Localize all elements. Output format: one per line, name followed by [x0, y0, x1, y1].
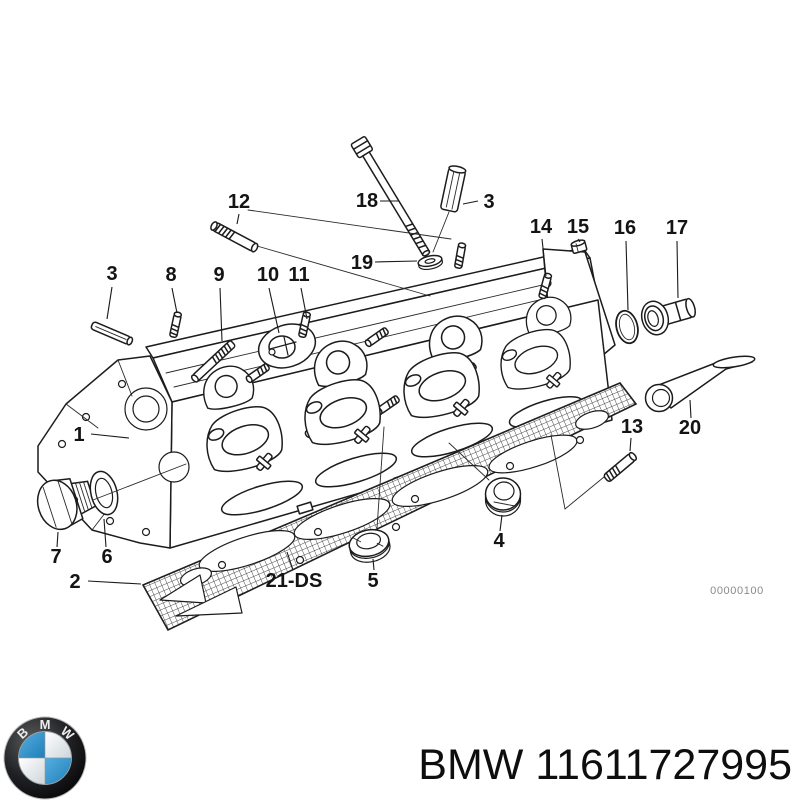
part-7-plug — [36, 477, 97, 531]
part-18-bolt — [350, 136, 431, 257]
head-gasket-drawing — [141, 382, 638, 632]
part-19-washer — [417, 254, 443, 271]
roundel-quarters — [18, 731, 72, 785]
leader-line-4 — [499, 514, 503, 532]
plate-number: 00000100 — [710, 585, 764, 597]
part-3-pin — [90, 321, 134, 346]
leader-line-3a — [462, 200, 479, 205]
leader-line-10 — [268, 287, 280, 334]
callout-label-19: 19 — [351, 252, 373, 274]
callout-label-12: 12 — [228, 191, 250, 213]
assembly-lines — [92, 209, 605, 529]
callout-label-2: 2 — [69, 571, 80, 593]
callout-label-3b: 3 — [106, 263, 117, 285]
part-5-seal — [348, 528, 391, 563]
callout-label-7: 7 — [50, 546, 61, 568]
callout-label-15: 15 — [567, 216, 589, 238]
part-6-washer — [89, 470, 119, 516]
bmw-logo: B M W — [3, 716, 87, 800]
part-4-seal — [484, 477, 522, 517]
leader-line-11 — [300, 287, 308, 320]
leader-line-14 — [541, 238, 547, 277]
leader-line-6 — [103, 518, 107, 548]
callout-label-6: 6 — [101, 546, 112, 568]
callout-label-21: 21-DS — [266, 570, 323, 592]
leader-line-8 — [171, 287, 178, 314]
part-12-stud — [210, 221, 259, 253]
callout-label-16: 16 — [614, 217, 636, 239]
leader-line-12 — [236, 213, 240, 225]
cylinder-head-drawing — [37, 241, 616, 549]
callout-label-14: 14 — [530, 216, 553, 238]
callout-label-1: 1 — [73, 424, 84, 446]
part-17-sensor — [640, 297, 696, 336]
stud-8 — [168, 310, 183, 339]
callout-label-5: 5 — [367, 570, 378, 592]
callout-label-9: 9 — [213, 264, 224, 286]
leader-line-1 — [90, 433, 130, 439]
leader-line-16 — [625, 240, 629, 311]
callout-label-8: 8 — [165, 264, 176, 286]
stud-installed — [453, 241, 467, 270]
leader-line-21 — [286, 551, 294, 571]
callout-label-20: 20 — [679, 417, 701, 439]
callout-label-13: 13 — [621, 416, 643, 438]
loose-parts — [36, 136, 756, 563]
part-13-stud — [603, 451, 638, 482]
callout-label-3a: 3 — [483, 191, 494, 213]
callout-label-10: 10 — [257, 264, 279, 286]
part-15-nut — [570, 239, 588, 255]
leader-line-2 — [87, 580, 142, 585]
part-3-sleeve — [440, 165, 467, 213]
leader-line-15 — [577, 238, 581, 243]
part-20-sealant-tube — [644, 355, 756, 413]
leader-line-17 — [676, 240, 679, 299]
callout-label-11: 11 — [288, 264, 309, 286]
leader-line-20 — [689, 399, 692, 419]
part-16-oring — [615, 309, 639, 345]
stud-9 — [190, 340, 236, 383]
leader-line-13 — [629, 437, 632, 452]
leader-line-5 — [372, 558, 375, 571]
logo-letter-m: M — [40, 717, 51, 732]
callout-label-18: 18 — [356, 190, 378, 212]
callout-label-17: 17 — [666, 217, 688, 239]
part-number-text: BMW 11611727995 — [418, 741, 792, 789]
leader-line-3b — [106, 286, 113, 320]
leader-line-7 — [56, 531, 59, 548]
leader-line-19 — [374, 260, 418, 263]
callout-label-4: 4 — [493, 530, 505, 552]
leader-line-9 — [219, 287, 223, 342]
